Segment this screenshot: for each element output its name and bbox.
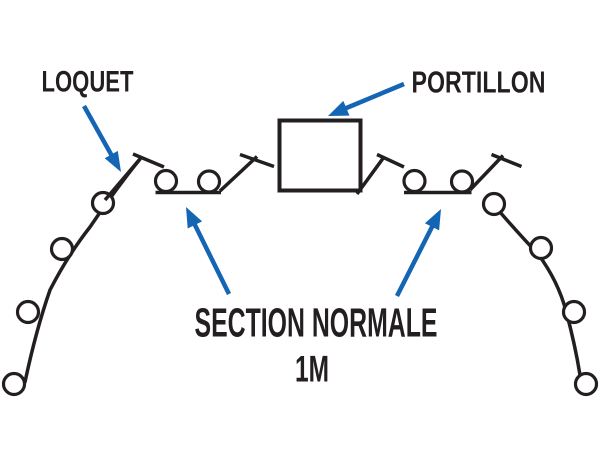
fence-post-circle xyxy=(528,235,554,261)
gate-square xyxy=(277,118,363,193)
latch-bar xyxy=(103,157,142,202)
loquet-arrow-head xyxy=(104,150,121,172)
right-fence-line xyxy=(497,209,582,377)
section-roller-circle xyxy=(196,169,222,194)
latch-crossbar xyxy=(239,152,275,169)
portillon-arrow-head xyxy=(328,100,350,116)
latch-crossbar xyxy=(490,152,523,169)
left-fence xyxy=(1,157,142,397)
section-roller-circle xyxy=(449,169,475,194)
portillon-arrow-shaft xyxy=(343,81,405,112)
latch-bar xyxy=(218,155,259,193)
section-left-arrow-head xyxy=(186,207,203,229)
label-section-1m: 1M xyxy=(295,349,329,390)
fence-post-circle xyxy=(573,371,599,397)
section-roller-circle xyxy=(402,168,427,194)
section-right-arrow-head xyxy=(424,209,441,231)
annotation-arrows xyxy=(82,81,441,298)
label-section-normale: SECTION NORMALE xyxy=(195,300,438,346)
fence-post-circle xyxy=(49,236,75,262)
label-loquet: LOQUET xyxy=(42,66,134,99)
latch-crossbar xyxy=(376,152,405,169)
section-roller-circle xyxy=(153,168,179,194)
fence-post-circle xyxy=(1,371,27,397)
section-right-arrow-shaft xyxy=(394,219,438,298)
latch-bar xyxy=(468,154,505,192)
right-fence xyxy=(481,191,599,397)
section-left-arrow-shaft xyxy=(190,220,232,295)
latch-crossbar xyxy=(132,152,165,169)
fence-post-circle xyxy=(15,299,41,325)
right-fence-posts xyxy=(481,191,599,397)
normal-sections xyxy=(153,168,475,195)
left-fence-posts xyxy=(1,190,116,397)
left-fence-line xyxy=(23,157,142,384)
loquet-arrow-shaft xyxy=(82,104,114,158)
label-portillon: PORTILLON xyxy=(412,65,546,100)
fence-post-circle xyxy=(481,191,507,217)
fence-post-circle xyxy=(561,299,587,325)
